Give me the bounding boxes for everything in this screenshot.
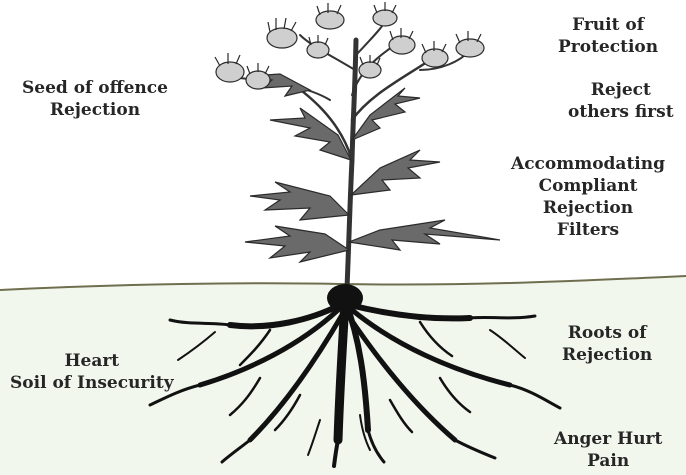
label-line: Seed of offence xyxy=(22,78,168,98)
root-icon xyxy=(349,307,513,388)
root-icon xyxy=(345,312,458,443)
label-line: Rejection xyxy=(542,198,634,218)
label-line: others first xyxy=(568,102,674,122)
root-icon xyxy=(197,307,341,388)
thistle-flower-icon xyxy=(214,53,245,83)
roots xyxy=(148,284,562,468)
leaf-icon xyxy=(249,181,351,221)
label-reject-others-first: Reject others first xyxy=(568,79,674,123)
label-line: Accommodating xyxy=(511,154,666,174)
thistle-flower-icon xyxy=(266,17,298,49)
label-heart-soil: Heart Soil of Insecurity xyxy=(10,350,174,394)
label-line: Anger Hurt xyxy=(554,429,663,449)
label-line: Filters xyxy=(556,220,620,240)
label-seed-of-offence: Seed of offence Rejection xyxy=(22,77,168,121)
thistle-flower-icon xyxy=(245,63,271,90)
thistle-flower-icon xyxy=(455,31,485,58)
label-line: Roots of xyxy=(567,323,647,343)
flower-heads xyxy=(214,2,485,90)
thistle-flower-icon xyxy=(358,55,382,79)
leaf-icon xyxy=(350,87,421,142)
label-line: Soil of Insecurity xyxy=(10,373,174,393)
thistle-flower-icon xyxy=(388,28,416,55)
label-line: Heart xyxy=(64,351,120,371)
leaf-icon xyxy=(244,225,351,264)
root-icon xyxy=(227,302,343,330)
label-line: Rejection xyxy=(49,100,141,120)
root-icon xyxy=(347,302,473,322)
label-line: Protection xyxy=(558,37,659,57)
thistle-flower-icon xyxy=(306,35,330,59)
label-line: Reject xyxy=(590,80,651,100)
label-fruit-of-protection: Fruit of Protection xyxy=(558,14,658,58)
label-accommodating-filters: Accommodating Compliant Rejection Filter… xyxy=(511,153,665,241)
thistle-flower-icon xyxy=(315,3,345,30)
leaf-icon xyxy=(346,219,501,251)
label-line: Fruit of xyxy=(572,15,645,35)
label-line: Compliant xyxy=(538,176,638,196)
root-icon xyxy=(333,295,350,445)
ground-line xyxy=(0,275,686,291)
leaf-icon xyxy=(269,107,353,162)
thistle-flower-icon xyxy=(421,41,449,68)
leaves xyxy=(244,73,501,264)
label-roots-of-rejection: Roots of Rejection xyxy=(562,322,652,366)
label-line: Pain xyxy=(587,451,630,471)
root-icon xyxy=(247,312,345,443)
label-line: Rejection xyxy=(562,345,653,365)
leaf-icon xyxy=(349,149,441,196)
label-anger-hurt-pain: Anger Hurt Pain xyxy=(554,428,662,472)
thistle-flower-icon xyxy=(372,2,398,27)
